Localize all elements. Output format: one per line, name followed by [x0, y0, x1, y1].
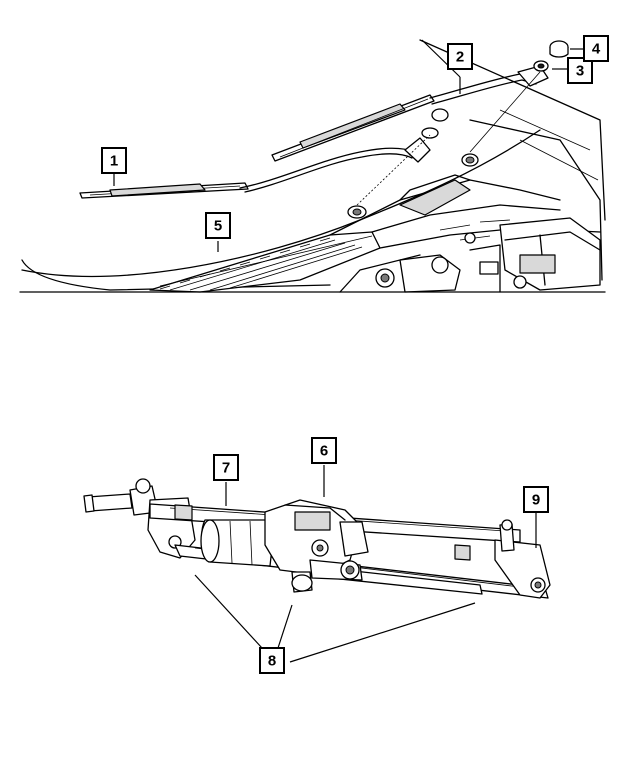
callout-6: 6	[311, 437, 337, 464]
cowl-grille-hatching	[159, 235, 373, 291]
leader-lines	[113, 39, 584, 663]
callout-1: 1	[101, 147, 127, 174]
callout-5-label: 5	[214, 218, 222, 235]
callout-1-label: 1	[110, 153, 118, 170]
callout-2-label: 2	[456, 49, 464, 66]
callout-3: 3	[567, 57, 593, 84]
callout-8-label: 8	[268, 653, 276, 670]
callout-7-label: 7	[222, 460, 230, 477]
wiper-arm-heads	[404, 65, 549, 163]
pivot-cap-left	[421, 108, 449, 139]
pivot-cap	[549, 40, 569, 58]
wiper-blade-right	[271, 73, 539, 162]
wiper-blade-left	[79, 147, 416, 199]
callout-5: 5	[205, 212, 231, 239]
wiper-linkage-assembly	[83, 478, 551, 599]
callout-3-label: 3	[576, 63, 584, 80]
vehicle-cowl-illustration	[19, 39, 606, 293]
callout-9-label: 9	[532, 492, 540, 509]
callout-8: 8	[259, 647, 285, 674]
callout-6-label: 6	[320, 443, 328, 460]
callout-4-label: 4	[592, 41, 601, 58]
callout-2: 2	[447, 43, 473, 70]
callout-4: 4	[583, 35, 609, 62]
callout-7: 7	[213, 454, 239, 481]
callout-9: 9	[523, 486, 549, 513]
pivot-nut	[533, 60, 549, 72]
